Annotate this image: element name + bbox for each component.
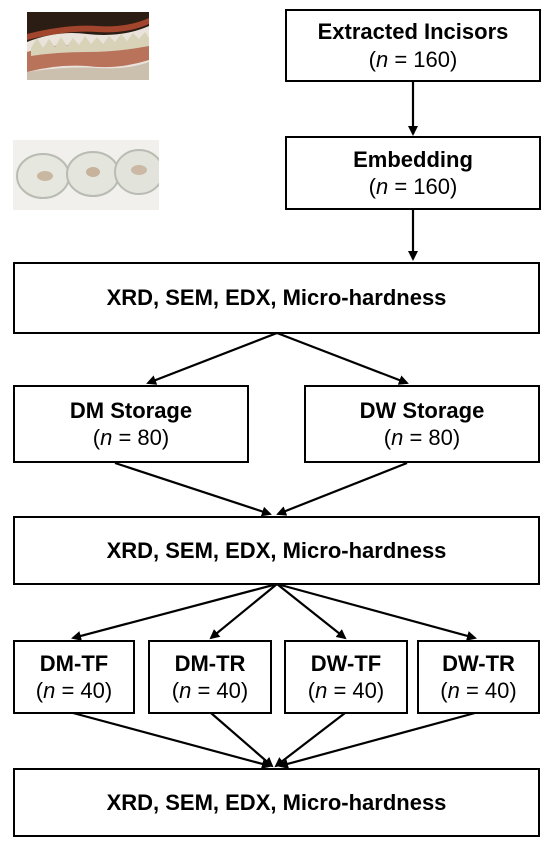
sample-count: (n = 160)	[368, 174, 458, 199]
arrow-dm-to-analysis2	[114, 461, 272, 517]
sample-count: (n = 160)	[368, 46, 458, 72]
sample-count: (n = 40)	[171, 678, 249, 703]
arrow-analysis2-to-dmtr	[209, 583, 278, 640]
sample-count: (n = 40)	[307, 678, 385, 703]
arrow-dwtf-to-analysis3	[274, 712, 346, 768]
extracted-incisors-box: Extracted Incisors (n = 160)	[285, 9, 541, 82]
arrow-analysis2-to-dwtf	[276, 583, 347, 640]
arrow-analysis2-to-dwtr	[276, 582, 477, 641]
sample-count: (n = 80)	[92, 425, 170, 450]
box-title: DM Storage	[69, 397, 193, 423]
arrow-analysis1-to-dm	[146, 331, 278, 385]
analysis-box-1: XRD, SEM, EDX, Micro-hardness	[13, 262, 540, 334]
embedding-photo	[13, 140, 159, 210]
arrow-dmtf-to-analysis3	[72, 711, 272, 769]
box-title: XRD, SEM, EDX, Micro-hardness	[106, 537, 447, 563]
arrow-dmtr-to-analysis3	[210, 712, 274, 768]
arrow-analysis1-to-dw	[276, 331, 409, 385]
analysis-box-2: XRD, SEM, EDX, Micro-hardness	[13, 516, 540, 585]
dw-tf-box: DW-TF (n = 40)	[284, 640, 408, 714]
sample-count: (n = 40)	[440, 678, 517, 703]
dm-tf-box: DM-TF (n = 40)	[13, 640, 135, 714]
analysis-box-3: XRD, SEM, EDX, Micro-hardness	[13, 768, 540, 837]
dw-tr-box: DW-TR (n = 40)	[417, 640, 540, 714]
box-title: DW-TR	[442, 650, 515, 676]
box-title: DM-TF	[39, 650, 109, 676]
dw-storage-box: DW Storage (n = 80)	[304, 385, 540, 463]
arrow-analysis2-to-dmtf	[71, 582, 278, 641]
box-title: Extracted Incisors	[317, 19, 509, 44]
embedding-box: Embedding (n = 160)	[285, 136, 541, 210]
sample-count: (n = 80)	[383, 425, 461, 450]
arrow-dw-to-analysis2	[276, 461, 408, 516]
sample-count: (n = 40)	[35, 678, 113, 703]
box-title: DW-TF	[310, 650, 382, 676]
box-title: DM-TR	[174, 650, 246, 676]
jaw-photo	[27, 12, 149, 80]
dm-tr-box: DM-TR (n = 40)	[148, 640, 272, 714]
box-title: DW Storage	[359, 397, 485, 423]
box-title: XRD, SEM, EDX, Micro-hardness	[106, 789, 447, 815]
box-title: Embedding	[353, 146, 473, 172]
box-title: XRD, SEM, EDX, Micro-hardness	[106, 285, 447, 311]
dm-storage-box: DM Storage (n = 80)	[13, 385, 249, 463]
arrow-dwtr-to-analysis3	[278, 711, 476, 769]
